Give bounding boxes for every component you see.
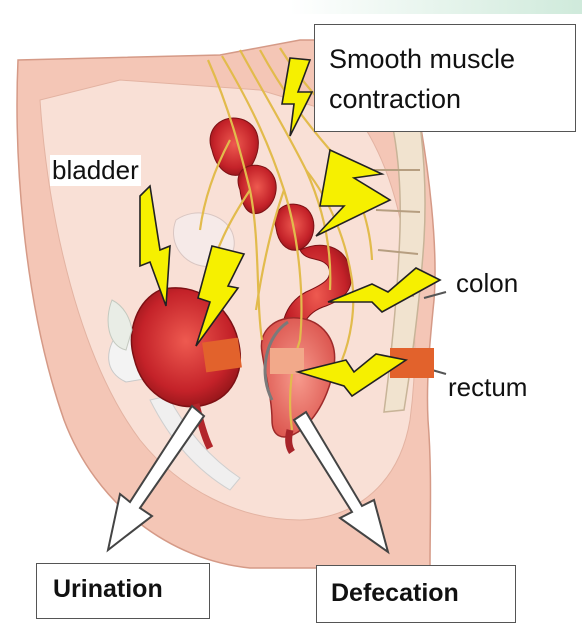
- bladder-label: bladder: [50, 155, 141, 186]
- rectum-marker-light: [270, 348, 304, 374]
- urination-label: Urination: [53, 575, 163, 603]
- bladder-marker: [202, 338, 242, 373]
- anal-canal: [289, 430, 292, 452]
- title-line-1: Smooth muscle: [329, 39, 575, 79]
- title-line-2: contraction: [329, 79, 575, 119]
- header-strip: [290, 0, 582, 14]
- rectum-label: rectum: [448, 372, 527, 403]
- colon-label: colon: [456, 268, 518, 299]
- title-box: Smooth muscle contraction: [314, 24, 576, 132]
- defecation-label: Defecation: [331, 579, 459, 607]
- urination-box: Urination: [36, 563, 210, 619]
- defecation-box: Defecation: [316, 565, 516, 623]
- rectum-connector: [432, 370, 446, 374]
